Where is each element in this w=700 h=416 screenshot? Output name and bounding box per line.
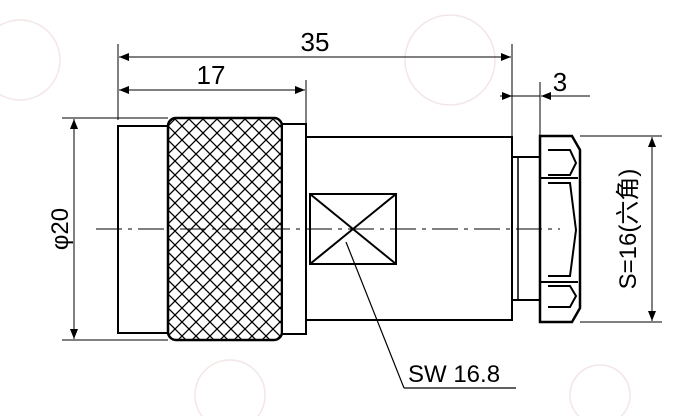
dimension-knurl-length: 17 [119, 60, 307, 124]
dim-diameter-label: φ20 [47, 208, 74, 250]
dimension-hex: S=16(六角) [580, 135, 662, 323]
dim-overall-label: 35 [301, 27, 330, 57]
dimension-diameter: φ20 [47, 117, 168, 341]
dimension-nut-width: 3 [500, 67, 590, 136]
dimension-overall-length: 35 [117, 27, 513, 136]
dim-hex-label: S=16(六角) [615, 169, 642, 290]
dim-nut-label: 3 [553, 67, 567, 97]
callout-wrench-flat: SW 16.8 [345, 241, 516, 389]
callout-sw-label: SW 16.8 [408, 361, 500, 388]
dim-knurl-label: 17 [197, 60, 226, 90]
